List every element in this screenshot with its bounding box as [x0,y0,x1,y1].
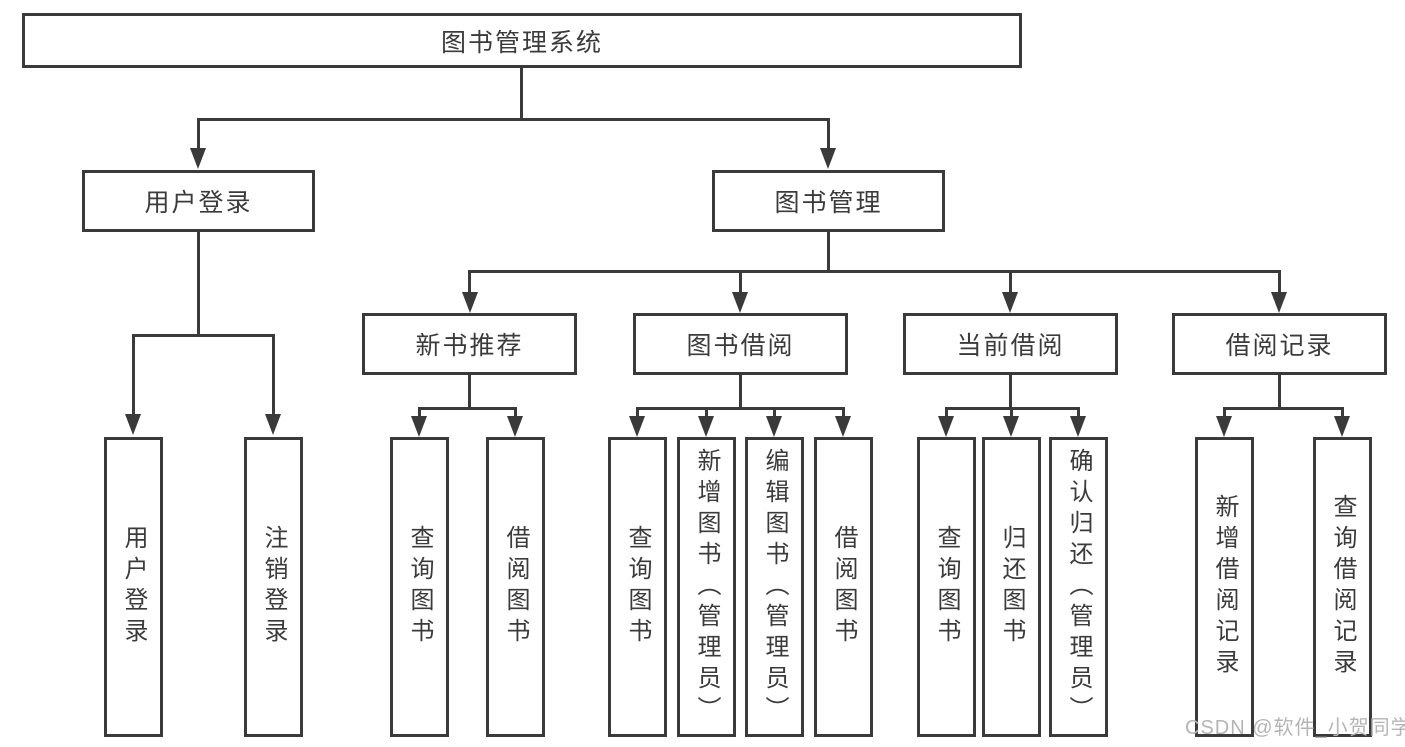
connector-line [1223,407,1226,417]
connector-line [468,270,1281,273]
node-new-book-recommendation: 新书推荐 [362,313,577,375]
connector-line [1009,270,1012,296]
node-borrowing-records: 借阅记录 [1172,313,1387,375]
node-label: 查询借阅记录 [1329,494,1356,680]
arrowhead-icon [125,414,141,435]
node-label: 注销登录 [260,525,287,649]
node-book-borrowing: 图书借阅 [633,313,848,375]
node-label: 新书推荐 [415,332,524,360]
connector-line [272,334,275,416]
node-label: 当前借阅 [956,332,1065,360]
connector-line [842,407,845,417]
connector-line [1223,407,1344,410]
connector-line [1010,407,1013,417]
node-query-books-recommend: 查询图书 [390,437,449,737]
connector-line [945,407,948,417]
connector-line [636,407,639,417]
node-label: 查询图书 [624,525,651,649]
node-book-management: 图书管理 [712,170,945,232]
connector-line [1077,407,1080,417]
arrowhead-icon [190,148,206,169]
connector-line [1341,407,1344,417]
node-label: 借阅图书 [502,525,529,649]
node-add-books-admin: 新增图书（管理员） [677,437,736,737]
node-edit-books-admin: 编辑图书（管理员） [745,437,804,737]
node-label: 用户登录 [120,525,147,649]
node-borrow-books-recommend: 借阅图书 [486,437,545,737]
arrowhead-icon [411,416,427,437]
node-query-books-borrowing: 查询图书 [608,437,667,737]
connector-line [197,232,200,336]
arrowhead-icon [629,416,645,437]
connector-line [418,407,421,417]
node-label: 用户登录 [144,189,253,217]
node-query-books-current: 查询图书 [917,437,976,737]
connector-line [827,232,830,273]
arrowhead-icon [1003,416,1019,437]
connector-line [1278,270,1281,296]
node-label: 查询图书 [933,525,960,649]
node-label: 新增借阅记录 [1211,494,1238,680]
arrowhead-icon [507,416,523,437]
node-label: 归还图书 [998,525,1025,649]
node-label: 借阅图书 [830,525,857,649]
arrowhead-icon [835,416,851,437]
arrowhead-icon [766,416,782,437]
arrowhead-icon [732,292,748,313]
connector-line [468,270,471,296]
connector-line [520,67,523,121]
connector-line [705,407,708,417]
node-current-borrowing: 当前借阅 [903,313,1118,375]
node-query-borrow-record: 查询借阅记录 [1313,437,1372,737]
node-library-management-system: 图书管理系统 [22,13,1022,68]
arrowhead-icon [1271,292,1287,313]
arrowhead-icon [820,148,836,169]
csdn-watermark: CSDN @软件_小贺同学 [1185,717,1405,739]
connector-line [1009,375,1012,410]
node-label: 图书借阅 [686,332,795,360]
arrowhead-icon [938,416,954,437]
connector-line [514,407,517,417]
node-return-books: 归还图书 [982,437,1041,737]
node-logout-action: 注销登录 [244,437,303,737]
connector-line [739,375,742,410]
connector-line [827,118,830,152]
connector-line [197,118,200,152]
node-label: 编辑图书（管理员） [761,447,788,727]
connector-line [132,334,135,416]
node-borrow-books-borrowing: 借阅图书 [814,437,873,737]
node-label: 查询图书 [406,525,433,649]
connector-line [1278,375,1281,410]
arrowhead-icon [698,416,714,437]
connector-line [636,407,845,410]
connector-line [197,118,830,121]
connector-line [418,407,517,410]
node-confirm-return-admin: 确认归还（管理员） [1049,437,1108,737]
arrowhead-icon [462,292,478,313]
connector-line [773,407,776,417]
node-user-login-action: 用户登录 [104,437,163,737]
node-label: 确认归还（管理员） [1065,447,1092,727]
connector-line [739,270,742,296]
node-user-login: 用户登录 [82,170,315,232]
connector-line [132,334,275,337]
arrowhead-icon [265,414,281,435]
arrowhead-icon [1216,416,1232,437]
node-label: 新增图书（管理员） [693,447,720,727]
connector-line [468,375,471,410]
node-label: 图书管理系统 [440,28,603,57]
arrowhead-icon [1334,416,1350,437]
arrowhead-icon [1002,292,1018,313]
node-label: 图书管理 [774,189,883,217]
node-add-borrow-record: 新增借阅记录 [1195,437,1254,737]
node-label: 借阅记录 [1225,332,1334,360]
arrowhead-icon [1070,416,1086,437]
